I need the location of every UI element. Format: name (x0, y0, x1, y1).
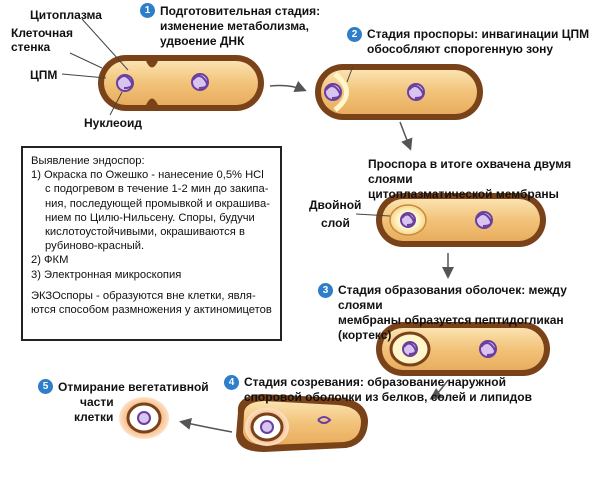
info-item-1-line: кислотоустойчивыми, окрашиваются в (45, 226, 245, 239)
step-5-line: Отмирание вегетативной (58, 380, 209, 394)
step-5-line: клетки (74, 410, 114, 424)
label-cell-wall-line1: Клеточная (11, 26, 73, 40)
step-3-badge: 3 (318, 283, 333, 298)
nucleoid-icon (191, 73, 209, 91)
step-2-badge: 2 (347, 27, 362, 42)
step-5-text: Отмирание вегетативной части клетки (58, 380, 209, 425)
step-4-line: Стадия созревания: образование наружной (244, 375, 507, 389)
step-4-line: споровой оболочки из белков, солей и лип… (244, 390, 532, 404)
endospore-detection-box: Выявление эндоспор: 1) Окраска по Ожешко… (21, 146, 282, 341)
step-1-line: изменение метаболизма, (160, 19, 309, 33)
nucleoid-icon (260, 420, 274, 434)
info-item-1-line: с подогревом в течение 1-2 мин до закипа… (45, 183, 269, 196)
cell-prospore (376, 193, 546, 247)
step-1-line: Подготовительная стадия: (160, 4, 321, 18)
nucleoid-icon (402, 341, 418, 357)
label-cpm: ЦПМ (30, 68, 58, 82)
prospore-line: Проспора в итоге охвачена двумя слоями (368, 157, 572, 186)
info-exospores-line: ются способом размножения у актиномицето… (31, 304, 272, 317)
step-5-badge: 5 (38, 379, 53, 394)
nucleoid-icon (324, 83, 342, 101)
label-double-layer-line2: слой (321, 216, 350, 230)
label-pointers (61, 18, 129, 116)
septum-notch (146, 61, 158, 68)
prospore-line: цитоплазматической мембраны (368, 187, 559, 201)
cell-stage-1 (98, 55, 264, 111)
nucleoid-icon (479, 340, 497, 358)
step-1-badge: 1 (140, 3, 155, 18)
nucleoid-icon (407, 83, 425, 101)
info-item-2: 2) ФКМ (31, 254, 69, 267)
info-title: Выявление эндоспор: (31, 155, 145, 167)
cell-stage-3 (376, 322, 550, 376)
info-item-1-line: 1) Окраска по Ожешко - нанесение 0,5% HC… (31, 169, 264, 182)
label-cytoplasm: Цитоплазма (30, 8, 102, 22)
flow-arrows (179, 80, 454, 433)
step-1-text: Подготовительная стадия: изменение метаб… (160, 4, 320, 49)
step-2-text: Стадия проспоры: инвагинации ЦПМ обособл… (367, 27, 589, 57)
nucleoid-icon (475, 211, 493, 229)
fragment-icon (317, 416, 332, 424)
info-item-3: 3) Электронная микроскопия (31, 268, 182, 281)
nucleoid-icon (116, 74, 134, 92)
info-item-1-line: ния, последующей промывкой и окрашива- (45, 197, 270, 210)
step-4-badge: 4 (224, 375, 239, 390)
step-2-line: Стадия проспоры: инвагинации ЦПМ (367, 27, 590, 41)
step-5-line: части (80, 395, 114, 409)
nucleoid-icon (137, 411, 151, 425)
info-exospores-line: ЭКЗОспоры - образуются вне клетки, явля- (31, 289, 256, 302)
cell-stage-4 (236, 394, 368, 452)
nucleoid-icon (400, 212, 416, 228)
step-3-line: Стадия образования оболочек: между слоям… (338, 283, 567, 312)
info-item-1-line: нием по Цилю-Нильсену. Споры, будучи (45, 211, 255, 224)
released-spore (119, 397, 169, 439)
step-2-line: обособляют спорогенную зону (367, 42, 554, 56)
step-4-text: Стадия созревания: образование наружной … (244, 375, 532, 405)
info-item-1-line: рубиново-красный. (45, 240, 145, 253)
step-3-text: Стадия образования оболочек: между слоям… (338, 283, 600, 343)
cell-stage-2 (315, 64, 483, 120)
step-3-line: мембраны образуется пептидогликан (корте… (338, 313, 564, 342)
label-double-layer-line1: Двойной (309, 198, 362, 212)
step-1-line: удвоение ДНК (160, 34, 245, 48)
label-cell-wall-line2: стенка (11, 40, 51, 54)
label-nucleoid: Нуклеоид (84, 116, 142, 130)
prospore-caption: Проспора в итоге охвачена двумя слоями ц… (368, 157, 600, 202)
